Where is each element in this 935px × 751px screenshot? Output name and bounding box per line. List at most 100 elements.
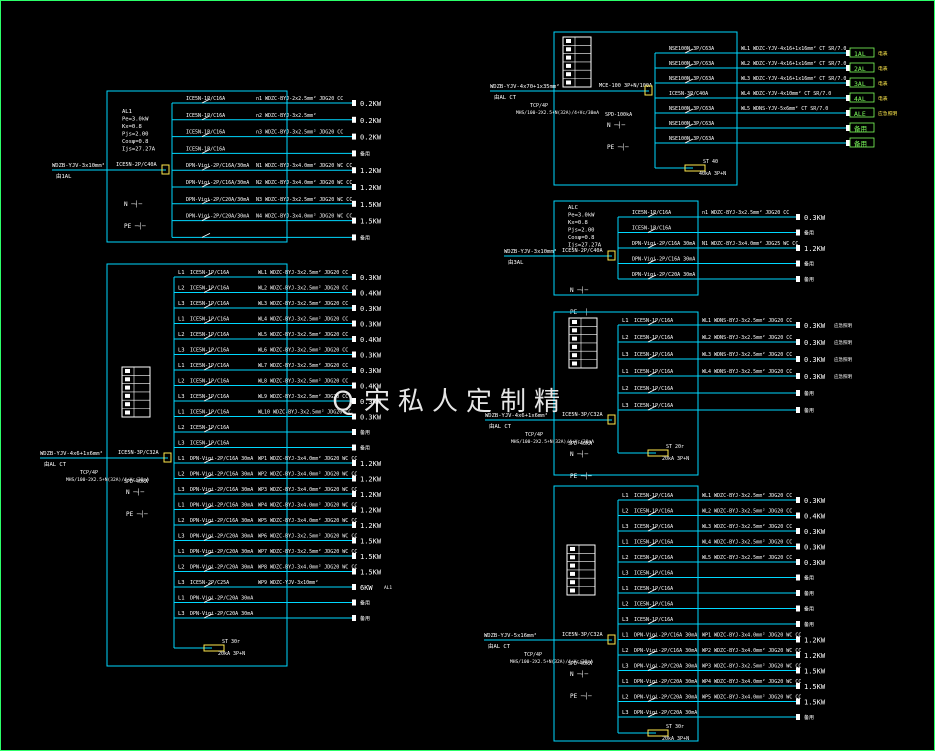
load-value: 0.4KW xyxy=(804,513,826,521)
spd-label: SPD-40kA xyxy=(568,661,592,667)
phase-label: L3 xyxy=(622,664,629,670)
branch-cable-label: WL2 WDZC-BYJ-3x2.5mm² JDG20 CC xyxy=(702,509,792,515)
branch-breaker-label: ICE5N-1P/C16A xyxy=(634,386,673,392)
legend-table-symbol xyxy=(570,571,575,576)
phase-label: L2 xyxy=(178,565,185,571)
load-terminal-symbol xyxy=(352,553,356,559)
load-terminal-symbol xyxy=(352,506,356,513)
branch-cable-label: WL3 WDZC-BYJ-3x2.5mm² JDG20 CC xyxy=(258,301,348,307)
load-terminal-symbol xyxy=(352,522,356,528)
switch-contact-symbol xyxy=(647,666,657,671)
panel-frame xyxy=(553,31,738,186)
branch-cable-label: WP9 WDZC-YJV-3x10mm² xyxy=(258,580,318,586)
subpanel-note: 电表 xyxy=(878,80,888,87)
load-note: 应急照明 xyxy=(834,322,852,329)
main-breaker-label: ICE5N-2P/C40A xyxy=(562,248,603,254)
load-value: 0.3KW xyxy=(804,497,826,505)
legend-table-symbol xyxy=(566,55,571,60)
phase-label: L1 xyxy=(178,270,185,276)
main-breaker-label: MCE-100 3P+N/100A xyxy=(599,83,653,89)
load-terminal-symbol xyxy=(796,621,800,627)
panel-p4: ALCPe=3.0kWKx=0.8Pjs=2.00Cosφ=0.8Ijs=27.… xyxy=(504,200,826,316)
branch-breaker-label: ICE5N-1P/C16A xyxy=(634,555,673,561)
branch-breaker-label: ICE5N-1P/C16A xyxy=(186,146,225,152)
phase-label: L3 xyxy=(178,394,185,400)
load-terminal-symbol xyxy=(796,667,800,674)
branch-breaker-label: DPN-Vigi-2P/C16A 30mA xyxy=(190,518,253,524)
switch-contact-symbol xyxy=(647,650,657,656)
switch-contact-symbol xyxy=(647,320,657,326)
load-terminal-symbol xyxy=(796,714,800,720)
spd-label: SPD-100kA xyxy=(605,112,632,118)
switch-contact-symbol xyxy=(647,388,657,394)
load-terminal-symbol xyxy=(352,217,356,224)
main-breaker-label: ICE5N-3P/C32A xyxy=(118,450,159,456)
load-terminal-symbol xyxy=(352,584,356,590)
branch-breaker-label: DPN-Vigi-2P/C20A 30mA xyxy=(190,611,253,617)
switch-contact-symbol xyxy=(203,427,213,433)
load-terminal-symbol xyxy=(796,407,800,413)
load-value: 0.3KW xyxy=(804,559,826,567)
neutral-earth-label: N ─┤─ xyxy=(607,121,625,129)
load-terminal-symbol xyxy=(352,133,356,140)
load-terminal-symbol xyxy=(846,140,850,146)
spd-label: SPD-40kA xyxy=(568,441,592,447)
load-terminal-symbol xyxy=(796,339,800,345)
load-calc-text: Ijs=27.27A xyxy=(122,147,156,153)
load-terminal-symbol xyxy=(352,167,356,174)
load-calc-text: Pe=3.0kW xyxy=(122,117,149,123)
branch-breaker-label: ICE5N-1P/C16A xyxy=(632,226,671,232)
subpanel-note: 电表 xyxy=(878,95,888,102)
neutral-earth-label: N ─┤─ xyxy=(570,286,588,294)
branch-breaker-label: ICE5N-1P/C16A xyxy=(634,493,673,499)
subpanel-note: 应急照明 xyxy=(878,110,897,117)
phase-label: L1 xyxy=(178,317,185,323)
branch-breaker-label: DPN-Vigi-2P/C16A 30mA xyxy=(190,503,253,509)
phase-label: L2 xyxy=(178,425,185,431)
switch-contact-symbol xyxy=(647,557,657,563)
surge-protector-symbol xyxy=(647,729,669,737)
branch-cable-label: WL1 WDZC-YJV-4x16+1x16mm² CT SR/7.0 xyxy=(741,46,846,52)
neutral-earth-label: PE ─┤─ xyxy=(607,143,629,151)
load-terminal-symbol xyxy=(352,336,356,342)
switch-contact-symbol xyxy=(684,108,694,114)
load-terminal-symbol xyxy=(796,390,800,396)
branch-cable-label: WP6 WDZC-BYJ-3x2.5mm² JDG20 WC CC xyxy=(258,534,357,540)
phase-label: L2 xyxy=(178,332,185,338)
branch-breaker-label: ICE5N-1P/C16A xyxy=(190,425,229,431)
phase-label: L3 xyxy=(178,580,185,586)
phase-label: L1 xyxy=(622,318,629,324)
surge-protector-rating: 20kA 3P+N xyxy=(662,736,689,742)
load-terminal-symbol xyxy=(796,497,800,503)
load-terminal-symbol xyxy=(796,322,800,328)
switch-contact-symbol xyxy=(684,93,694,99)
load-terminal-symbol xyxy=(352,491,356,497)
main-breaker-symbol xyxy=(607,250,616,261)
phase-label: L2 xyxy=(622,555,629,561)
switch-contact-symbol xyxy=(684,63,694,69)
switch-contact-symbol xyxy=(203,334,213,340)
incoming-source-tag: 由AL CT xyxy=(494,93,517,101)
branch-breaker-label: NSE100N 3P/C63A xyxy=(669,76,714,82)
branch-breaker-label: ICE5N-1P/C16A xyxy=(634,335,673,341)
load-value: 0.3KW xyxy=(804,339,826,347)
branch-breaker-label: ICE5N-1P/C16A xyxy=(634,602,673,608)
